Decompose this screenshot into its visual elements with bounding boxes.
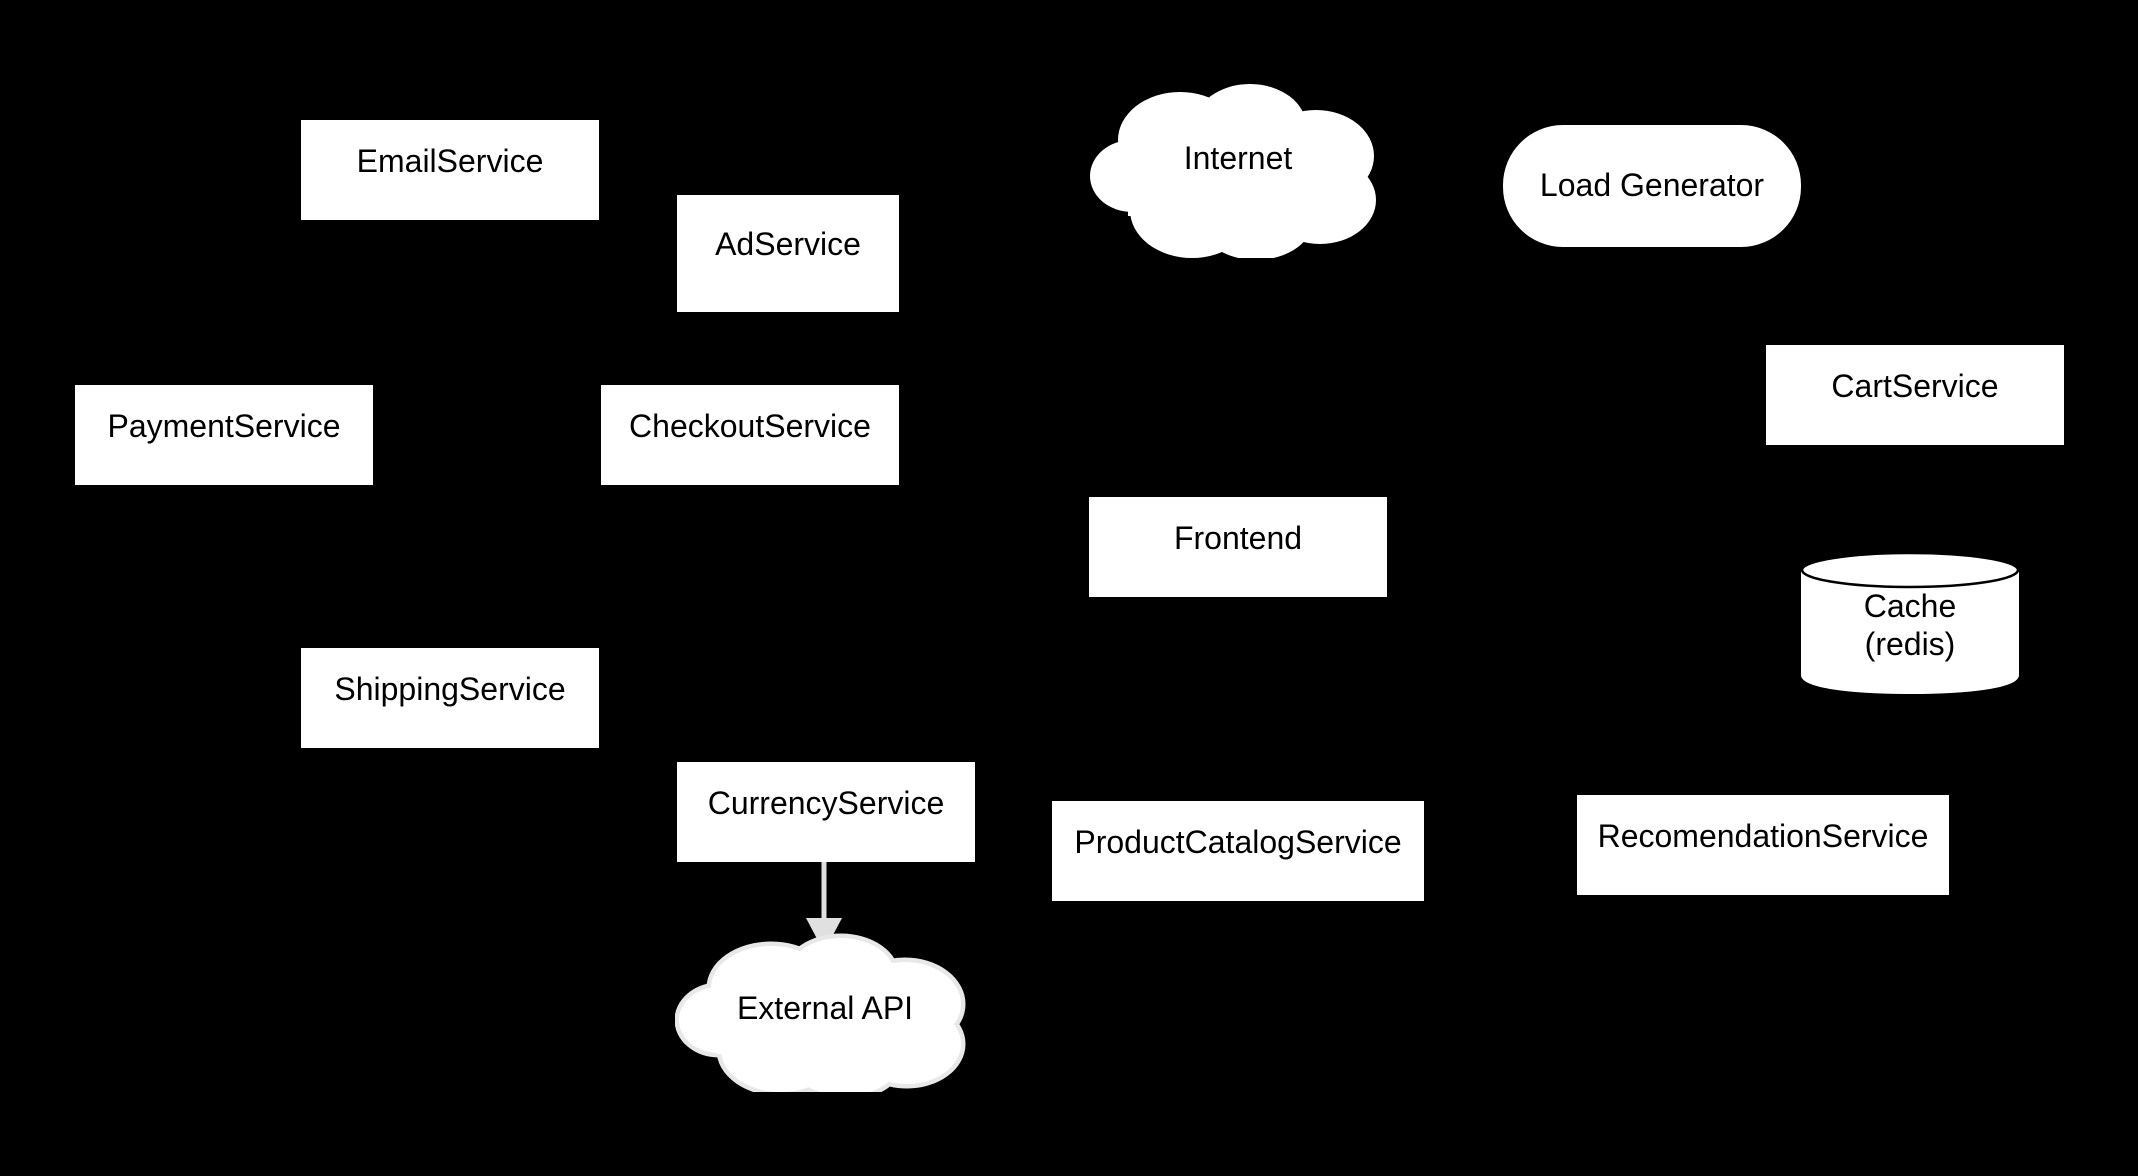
node-label-product-catalog-service: ProductCatalogService bbox=[1074, 824, 1402, 860]
node-shipping-service[interactable]: ShippingService bbox=[301, 648, 599, 748]
node-label-email-service: EmailService bbox=[356, 143, 544, 179]
node-payment-service[interactable]: PaymentService bbox=[75, 385, 373, 485]
node-label-shipping-service: ShippingService bbox=[334, 671, 566, 707]
node-currency-service[interactable]: CurrencyService bbox=[677, 762, 975, 862]
database-cylinder-icon bbox=[1800, 551, 2020, 695]
node-ad-service[interactable]: AdService bbox=[677, 195, 899, 312]
node-frontend[interactable]: Frontend bbox=[1089, 497, 1387, 597]
node-recomendation-service[interactable]: RecomendationService bbox=[1577, 795, 1949, 895]
node-cache-redis[interactable]: Cache (redis) bbox=[1800, 550, 2020, 695]
node-product-catalog-service[interactable]: ProductCatalogService bbox=[1052, 801, 1424, 901]
node-label-frontend: Frontend bbox=[1173, 520, 1303, 556]
node-internet[interactable]: Internet bbox=[1088, 78, 1388, 258]
node-label-currency-service: CurrencyService bbox=[707, 785, 945, 821]
node-label-checkout-service: CheckoutService bbox=[629, 408, 871, 444]
node-label-recomendation-service: RecomendationService bbox=[1597, 818, 1929, 854]
node-email-service[interactable]: EmailService bbox=[301, 120, 599, 220]
node-label-ad-service: AdService bbox=[715, 226, 861, 262]
node-label-load-generator: Load Generator bbox=[1539, 167, 1765, 203]
cloud-icon bbox=[675, 933, 966, 1092]
node-label-payment-service: PaymentService bbox=[107, 408, 341, 444]
cloud-icon bbox=[1090, 84, 1376, 258]
node-checkout-service[interactable]: CheckoutService bbox=[601, 385, 899, 485]
node-load-generator[interactable]: Load Generator bbox=[1503, 125, 1801, 247]
node-cart-service[interactable]: CartService bbox=[1766, 345, 2064, 445]
node-label-cart-service: CartService bbox=[1831, 368, 1999, 404]
node-external-api[interactable]: External API bbox=[675, 932, 975, 1092]
